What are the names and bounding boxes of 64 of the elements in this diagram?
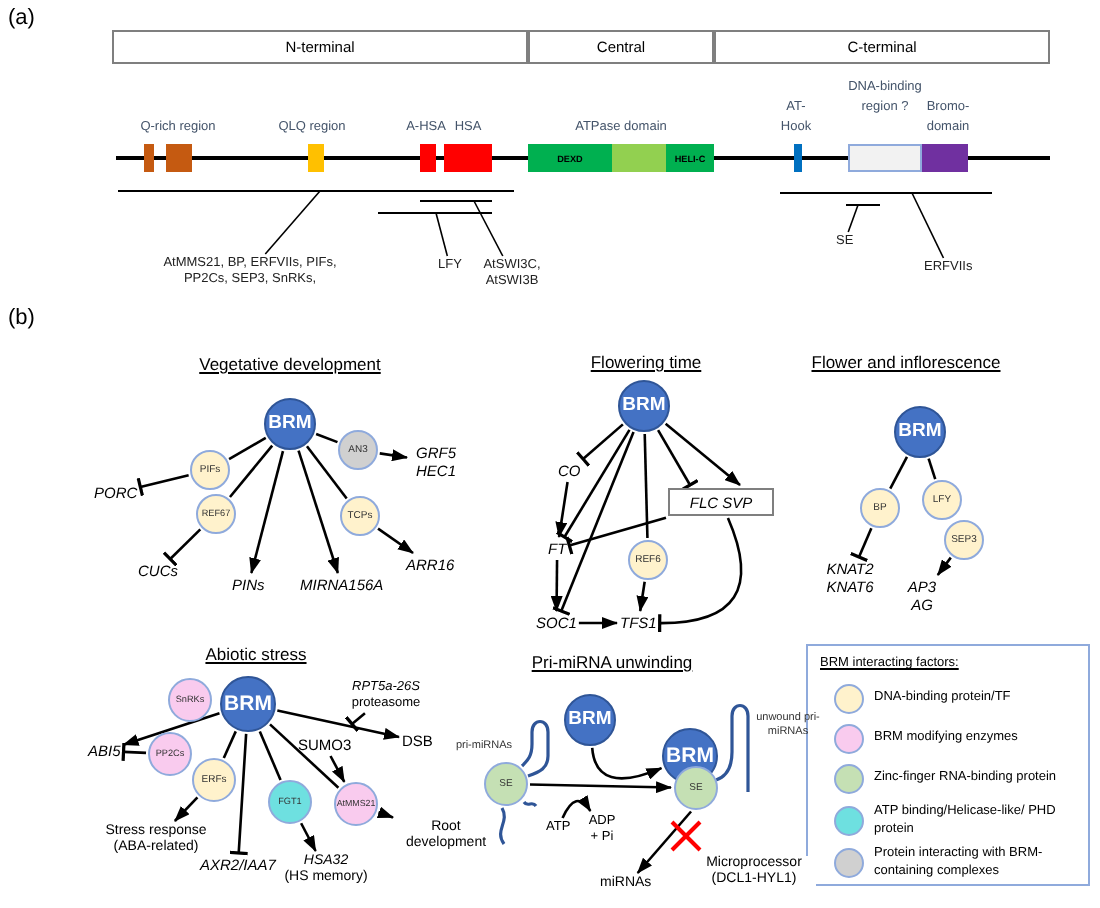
connector-line bbox=[269, 723, 340, 789]
arrow bbox=[377, 527, 414, 555]
protein-circle: BRM bbox=[894, 406, 946, 458]
inhibition-line bbox=[136, 473, 189, 498]
leader-line bbox=[435, 212, 449, 257]
section-title: Flower and inflorescence bbox=[809, 352, 1003, 373]
blocked-arrow bbox=[636, 810, 702, 874]
arrow bbox=[122, 712, 220, 746]
panel-label: (b) bbox=[8, 306, 35, 333]
connector-line bbox=[222, 730, 237, 759]
leader-line bbox=[911, 192, 945, 259]
arrow bbox=[555, 481, 569, 538]
inhibition-line bbox=[849, 527, 873, 563]
arrow bbox=[578, 617, 618, 629]
span-line bbox=[378, 212, 492, 214]
leader-line bbox=[473, 200, 504, 257]
span-line bbox=[420, 200, 492, 202]
connector-line bbox=[258, 731, 282, 781]
arrow bbox=[299, 822, 317, 852]
inhibition-line bbox=[555, 429, 631, 544]
panel-label: (a) bbox=[8, 6, 35, 33]
protein-circle: BRM bbox=[618, 380, 670, 432]
connector-line bbox=[643, 433, 649, 539]
span-line bbox=[118, 190, 514, 192]
inhibition-line bbox=[344, 712, 366, 733]
section-title: Vegetative development bbox=[197, 354, 383, 375]
inhibition-line bbox=[551, 431, 635, 616]
arrow bbox=[249, 450, 285, 574]
arrow bbox=[297, 450, 340, 574]
inhibition-line bbox=[121, 741, 147, 763]
inhibition-line bbox=[575, 423, 624, 468]
arrow bbox=[664, 422, 741, 486]
arrow bbox=[561, 795, 592, 819]
leader-line bbox=[264, 190, 321, 255]
arrow bbox=[550, 560, 563, 612]
connector-line bbox=[927, 458, 937, 480]
section-title: Abiotic stress bbox=[203, 644, 309, 665]
arrow bbox=[590, 747, 663, 780]
span-line bbox=[780, 192, 992, 194]
arrow bbox=[376, 806, 394, 819]
leader-line bbox=[847, 204, 859, 233]
section-title: Pri-miRNA unwinding bbox=[529, 652, 695, 673]
protein-circle: BRM bbox=[564, 694, 616, 746]
connector-line bbox=[228, 436, 267, 461]
connector-line bbox=[315, 432, 338, 444]
arrow bbox=[529, 781, 672, 794]
arrow bbox=[936, 556, 952, 576]
arrow bbox=[636, 581, 649, 612]
inhibition-line bbox=[657, 517, 743, 634]
inhibition-line bbox=[656, 429, 700, 492]
arrow bbox=[329, 755, 346, 783]
inhibition-line bbox=[228, 733, 250, 856]
arrow bbox=[379, 449, 408, 462]
protein-circle: BRM bbox=[264, 398, 316, 450]
arrow bbox=[173, 796, 199, 822]
connector-line bbox=[889, 456, 909, 490]
connector-line bbox=[305, 445, 348, 500]
inhibition-line bbox=[162, 528, 202, 568]
inhibition-line bbox=[565, 516, 667, 556]
section-title: Flowering time bbox=[588, 352, 704, 373]
arrow bbox=[277, 709, 400, 740]
protein-circle: BRM bbox=[220, 676, 276, 732]
span-line bbox=[846, 204, 880, 206]
connector-line bbox=[228, 444, 274, 498]
